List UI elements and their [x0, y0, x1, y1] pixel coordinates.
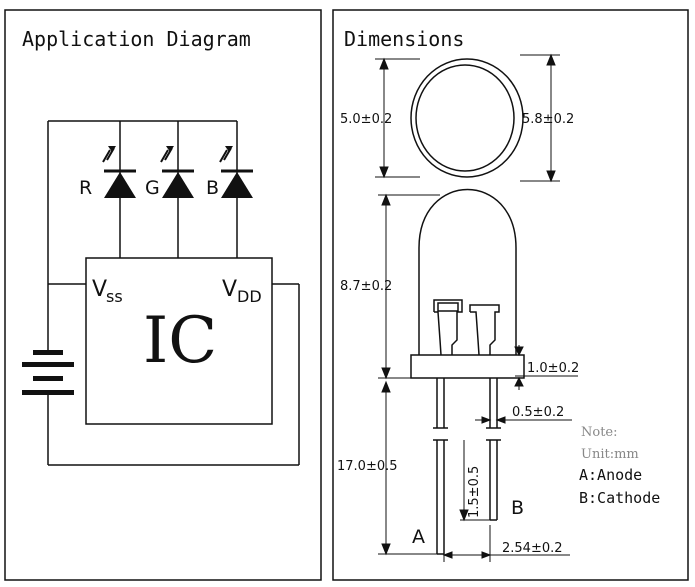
dim-lead-length: 17.0±0.5 [337, 459, 398, 474]
note-unit: Unit:mm [581, 447, 639, 462]
dim-body-height: 8.7±0.2 [340, 279, 392, 294]
dim-lead-offset: 1.5±0.5 [467, 466, 482, 518]
led-label-b: B [206, 177, 219, 199]
vss-subscript: ss [106, 287, 123, 306]
lens-outline [415, 64, 515, 172]
led-b [219, 146, 253, 198]
lead-label-b: B [511, 497, 524, 519]
emission-arrow-icon [108, 146, 116, 152]
battery-symbol [22, 350, 74, 395]
flange-outline [410, 58, 524, 178]
led-label-r: R [79, 177, 92, 199]
led-g [160, 146, 194, 198]
dim-flange-height: 1.0±0.2 [527, 361, 579, 376]
anode-frame [433, 299, 463, 356]
emission-arrow-icon [166, 146, 174, 152]
note-title: Note: [581, 425, 618, 440]
cathode-frame [469, 304, 500, 356]
vss-label: V [92, 277, 107, 302]
vdd-label: V [222, 277, 237, 302]
emission-arrow-icon [225, 146, 233, 152]
note-cathode: B:Cathode [579, 489, 660, 507]
right-panel-frame [332, 9, 689, 581]
dim-lead-pitch: 2.54±0.2 [502, 541, 563, 556]
application-diagram-title: Application Diagram [22, 27, 251, 51]
dim-lens-diameter: 5.0±0.2 [340, 112, 392, 127]
left-panel-frame [4, 9, 322, 581]
anode-cup [437, 302, 459, 312]
flange-rect [410, 354, 525, 379]
lead-label-a: A [412, 526, 425, 548]
dim-flange-diameter: 5.8±0.2 [522, 112, 574, 127]
ic-label: IC [143, 304, 217, 378]
ic-box [85, 257, 273, 425]
dimensions-title: Dimensions [344, 27, 464, 51]
vdd-subscript: DD [237, 287, 262, 306]
led-r [102, 146, 136, 198]
lens-dome [418, 188, 517, 355]
note-anode: A:Anode [579, 466, 642, 484]
led-label-g: G [145, 177, 160, 199]
dim-lead-width: 0.5±0.2 [512, 405, 564, 420]
dimension-lines [375, 53, 578, 562]
